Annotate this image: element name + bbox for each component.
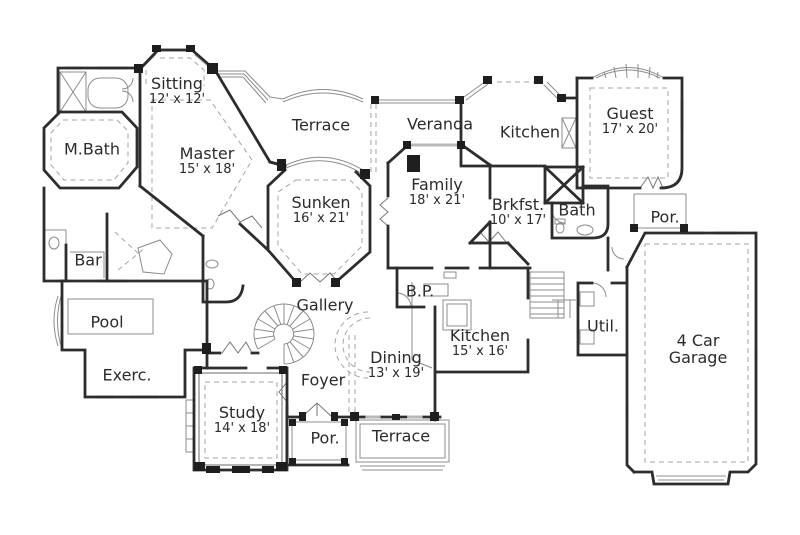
study-door — [278, 381, 288, 403]
main-stairs — [529, 271, 576, 319]
guest-doors — [639, 175, 664, 190]
powder-sink — [205, 259, 219, 269]
garage-ceiling — [644, 243, 749, 463]
closet-island — [137, 239, 173, 275]
hall-doors — [221, 341, 253, 354]
guest-tray — [589, 87, 669, 179]
bath-sink — [576, 224, 594, 236]
tub-fixture — [87, 77, 129, 109]
study-tray — [204, 381, 278, 459]
spiral-stair — [253, 303, 315, 365]
sunken-doors — [299, 272, 339, 283]
dashed-lines — [50, 57, 749, 463]
front-doors — [302, 402, 332, 417]
sunken-tray — [277, 179, 363, 275]
gallery-dining-arc — [334, 311, 371, 379]
master-tray — [151, 99, 253, 229]
closet-lines — [114, 231, 146, 271]
sitting-tray — [145, 57, 205, 88]
range — [423, 283, 449, 297]
toilet — [555, 222, 565, 234]
thin-lines — [44, 63, 726, 481]
terrace-veranda-opening — [370, 104, 377, 176]
porch-right-floor — [633, 193, 687, 229]
kitchen-island — [442, 299, 472, 331]
family-doors — [379, 197, 389, 227]
wc-toilet — [48, 236, 60, 250]
porch-bottom-floor — [291, 421, 347, 461]
posts — [134, 45, 688, 473]
master-hall-doors — [217, 209, 263, 229]
foyer-dining-opening — [348, 335, 356, 412]
terrace-bottom-floor — [355, 419, 450, 463]
walls — [42, 48, 758, 486]
mbath-tray — [50, 119, 129, 181]
pool-basin — [67, 298, 154, 335]
sink — [443, 271, 457, 279]
